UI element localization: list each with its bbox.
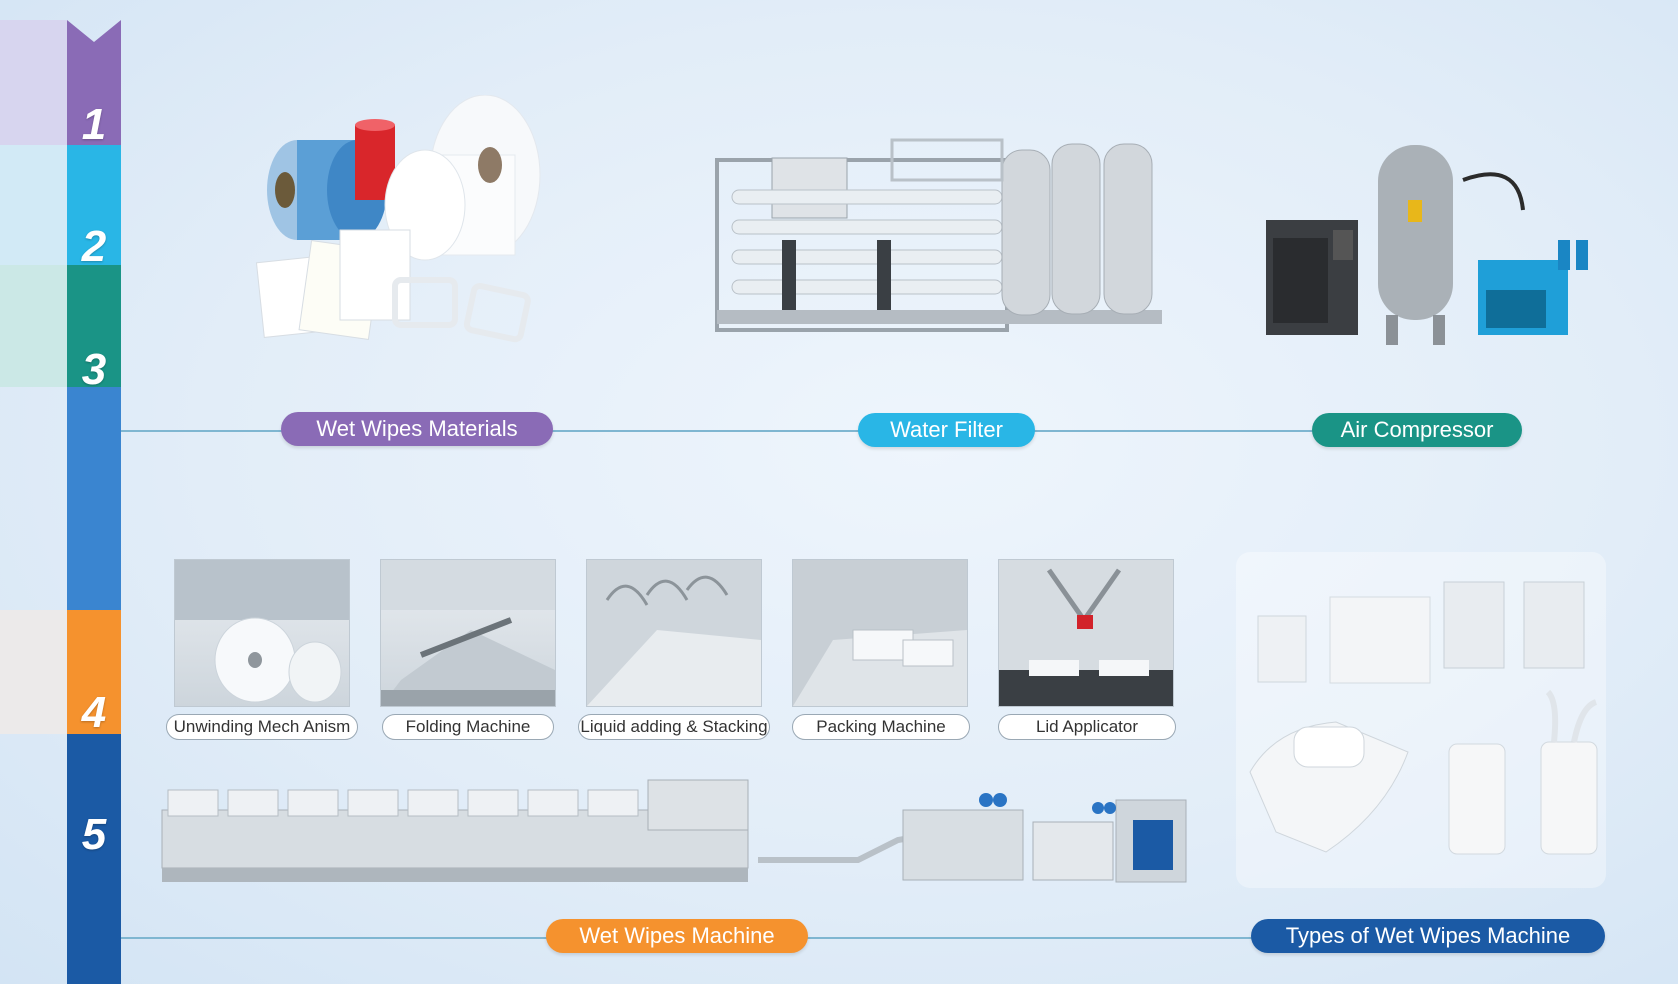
step-blue-bar [67, 387, 121, 610]
step-4-bar [67, 610, 121, 734]
types-of-wet-wipes-machine-label: Types of Wet Wipes Machine [1251, 919, 1605, 953]
unwinding-thumbnail [174, 559, 350, 707]
step-number-3: 3 [81, 345, 107, 394]
step-number-2: 2 [81, 222, 107, 271]
rail-strip-4 [0, 610, 67, 734]
step-label-packing: Packing Machine [792, 714, 970, 740]
step-label-unwinding: Unwinding Mech Anism [166, 714, 358, 740]
folding-thumbnail [380, 559, 556, 707]
water-filter-image [715, 138, 1162, 332]
packing-thumbnail [792, 559, 968, 707]
liquid-adding-thumbnail [586, 559, 762, 707]
step-2-bar [67, 145, 121, 265]
water-filter-label: Water Filter [858, 413, 1035, 447]
step-label-liquid-adding: Liquid adding & Stacking [578, 714, 770, 740]
rail-strip-1 [0, 20, 67, 145]
air-compressor-image [1266, 145, 1588, 345]
folding-machine-icon [381, 560, 555, 706]
lid-applicator-thumbnail [998, 559, 1174, 707]
packing-machine-icon [793, 560, 967, 706]
step-5-bar [67, 734, 121, 984]
lid-applicator-icon [999, 560, 1173, 706]
wet-wipes-machine-image [161, 779, 1187, 883]
wet-wipes-machine-label: Wet Wipes Machine [546, 919, 808, 953]
wet-wipes-materials-label: Wet Wipes Materials [281, 412, 553, 446]
rail-strip-2 [0, 145, 67, 265]
step-3-bar [67, 265, 121, 387]
wipes-package-types-image [1249, 581, 1598, 855]
step-1-chevron [67, 20, 121, 160]
step-label-folding: Folding Machine [382, 714, 554, 740]
top-connector-line [121, 430, 1521, 432]
step-label-lid-applicator: Lid Applicator [998, 714, 1176, 740]
air-compressor-label: Air Compressor [1312, 413, 1522, 447]
step-number-5: 5 [81, 810, 107, 859]
rail-strip-3 [0, 265, 67, 387]
wet-wipes-materials-image [255, 95, 541, 343]
step-number-4: 4 [81, 688, 107, 737]
liquid-adding-icon [587, 560, 761, 706]
unwinding-roll-icon [175, 560, 349, 703]
step-number-1: 1 [81, 100, 107, 149]
